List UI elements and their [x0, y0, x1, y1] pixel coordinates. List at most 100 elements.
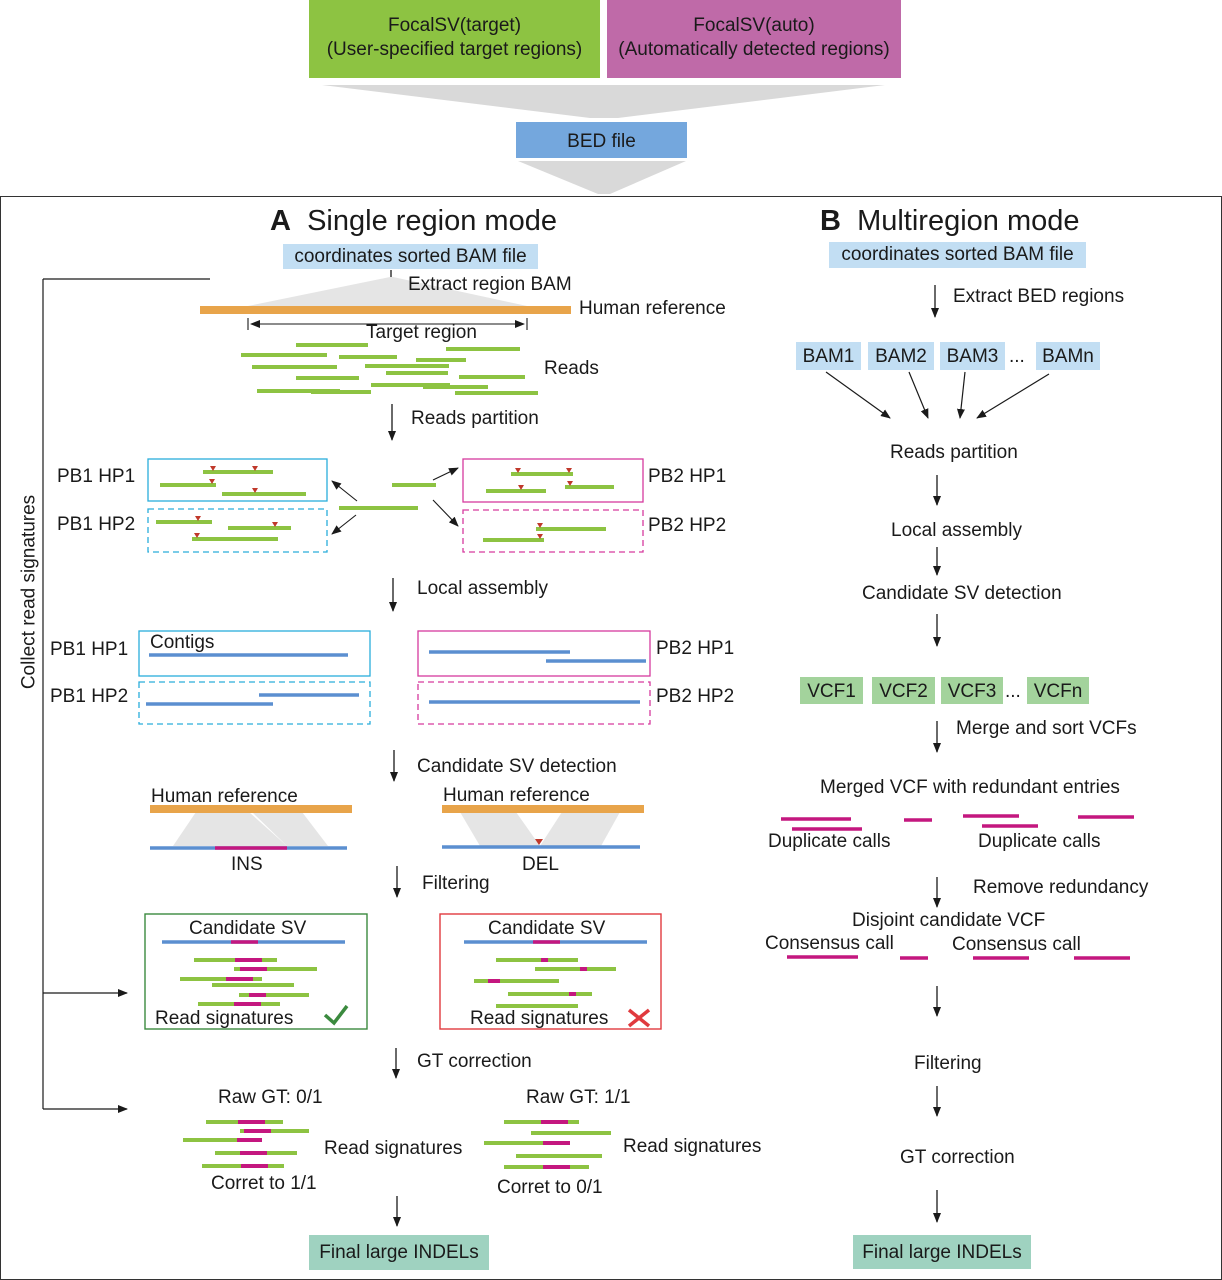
target-box-line1: FocalSV(target): [387, 15, 522, 36]
read-signatures-left-label: Read signatures: [324, 1138, 463, 1159]
single-bam-label: coordinates sorted BAM file: [294, 246, 527, 267]
bamn-box: [1036, 342, 1100, 370]
partition-arrows: [331, 467, 459, 535]
correct-right-label: Corret to 0/1: [497, 1177, 603, 1198]
vcf-ellipsis: ...: [1005, 681, 1021, 702]
bam1-label: BAM1: [802, 346, 855, 367]
reads-label: Reads: [544, 358, 599, 379]
ins-label: INS: [231, 854, 263, 875]
auto-box-line1: FocalSV(auto): [693, 15, 815, 36]
raw-gt-right-label: Raw GT: 1/1: [526, 1087, 631, 1108]
multi-bam-label: coordinates sorted BAM file: [841, 244, 1074, 265]
local-assembly-b-label: Local assembly: [891, 520, 1022, 541]
extract-bed-label: Extract BED regions: [953, 286, 1125, 307]
pass-reads: [180, 958, 317, 1006]
final-multi-label: Final large INDELs: [862, 1242, 1022, 1263]
del-label: DEL: [522, 854, 559, 875]
extract-region-label: Extract region BAM: [408, 274, 572, 295]
target-regions-box: [309, 0, 600, 78]
contig-pb1-hp2-box: [138, 681, 371, 725]
correct-left-label: Corret to 1/1: [211, 1173, 317, 1194]
duplicate-calls-right-label: Duplicate calls: [978, 831, 1101, 852]
check-icon: [323, 1004, 349, 1026]
candidate-sv-fail-label: Candidate SV: [488, 918, 606, 939]
candidate-sv-detection-label: Candidate SV detection: [417, 756, 617, 777]
contig-pb1-hp1-box: [138, 630, 371, 677]
del-wedge: [460, 812, 540, 846]
merged-vcf-label: Merged VCF with redundant entries: [820, 777, 1120, 798]
section-a-title: A Single region mode: [270, 207, 557, 236]
snp-markers: [194, 466, 573, 539]
bam2-box: [868, 342, 934, 370]
target-box-line2: (User-specified target regions): [326, 39, 583, 60]
contig-pb1-hp1-label: PB1 HP1: [50, 639, 129, 660]
bam1-box: [796, 342, 861, 370]
del-wedge-2: [540, 812, 620, 846]
fail-read-svs: [488, 958, 587, 996]
consensus-call-right-label: Consensus call: [952, 934, 1081, 955]
pb1-hp2-box: [147, 508, 328, 553]
section-a-title-text: Single region mode: [307, 205, 557, 237]
read-signatures-fail-label: Read signatures: [470, 1008, 609, 1029]
vcf3-label: VCF3: [947, 681, 997, 702]
human-reference-bar: [200, 306, 571, 314]
fail-reads: [474, 958, 616, 1008]
target-region-bracket: [247, 318, 528, 330]
gt-left-svs: [237, 1120, 271, 1168]
bamn-label: BAMn: [1042, 346, 1094, 367]
candidate-sv-fail-box: [439, 913, 662, 1030]
del-marker: [535, 839, 543, 845]
bam3-label: BAM3: [946, 346, 999, 367]
contig-pb1-hp2-label: PB1 HP2: [50, 686, 129, 707]
bed-file-label: BED file: [567, 131, 636, 152]
final-multi-box: [853, 1235, 1031, 1269]
contig-lines: [146, 650, 646, 706]
gt-left-reads: [183, 1120, 309, 1168]
bam3-box: [940, 342, 1005, 370]
collect-bracket: [42, 278, 210, 1113]
pb1-hp2-label: PB1 HP2: [57, 514, 136, 535]
merge-label: Merge and sort VCFs: [956, 718, 1137, 739]
duplicate-calls-left-label: Duplicate calls: [768, 831, 891, 852]
top-funnel: [322, 85, 885, 118]
bed-file-box: [516, 122, 687, 158]
contig-pb2-hp1-box: [417, 630, 651, 677]
del-reference-label: Human reference: [443, 785, 590, 806]
consensus-call-left-label: Consensus call: [765, 933, 894, 954]
raw-gt-left-label: Raw GT: 0/1: [218, 1087, 323, 1108]
gt-correction-label: GT correction: [417, 1051, 532, 1072]
read-signatures-right-label: Read signatures: [623, 1136, 762, 1157]
bam-ellipsis: ...: [1009, 346, 1025, 367]
human-reference-label: Human reference: [579, 298, 726, 319]
bam-merge-arrows: [825, 371, 1050, 419]
candidate-sv-b-label: Candidate SV detection: [862, 583, 1062, 604]
pb1-hp1-box: [147, 458, 328, 502]
disjoint-vcf-label: Disjoint candidate VCF: [852, 910, 1046, 931]
pass-read-svs: [226, 958, 267, 1006]
auto-box-line2: (Automatically detected regions): [618, 39, 890, 60]
partition-reads: [156, 470, 614, 542]
final-single-box: [309, 1235, 489, 1270]
gt-correction-b-label: GT correction: [900, 1147, 1015, 1168]
bed-funnel: [518, 161, 686, 194]
pb2-hp2-label: PB2 HP2: [648, 515, 727, 536]
del-reference-bar: [442, 805, 644, 813]
vcfn-label: VCFn: [1033, 681, 1083, 702]
ins-wedge: [173, 812, 287, 846]
section-b-title-text: Multiregion mode: [857, 205, 1080, 237]
reads-partition-b-label: Reads partition: [890, 442, 1018, 463]
local-assembly-label: Local assembly: [417, 578, 548, 599]
bam2-label: BAM2: [875, 346, 927, 367]
candidate-sv-pass-label: Candidate SV: [189, 918, 307, 939]
vcf3-box: [941, 677, 1003, 704]
section-a-letter: A: [270, 205, 291, 237]
reads-partition-label: Reads partition: [411, 408, 539, 429]
ins-reference-label: Human reference: [151, 786, 298, 807]
remove-redundancy-label: Remove redundancy: [973, 877, 1149, 898]
multi-bam-box: [829, 242, 1086, 268]
single-bam-box: [283, 244, 538, 269]
target-region-label: Target region: [366, 322, 477, 343]
zoom-wedge: [248, 277, 527, 306]
contig-pb2-hp2-label: PB2 HP2: [656, 686, 735, 707]
